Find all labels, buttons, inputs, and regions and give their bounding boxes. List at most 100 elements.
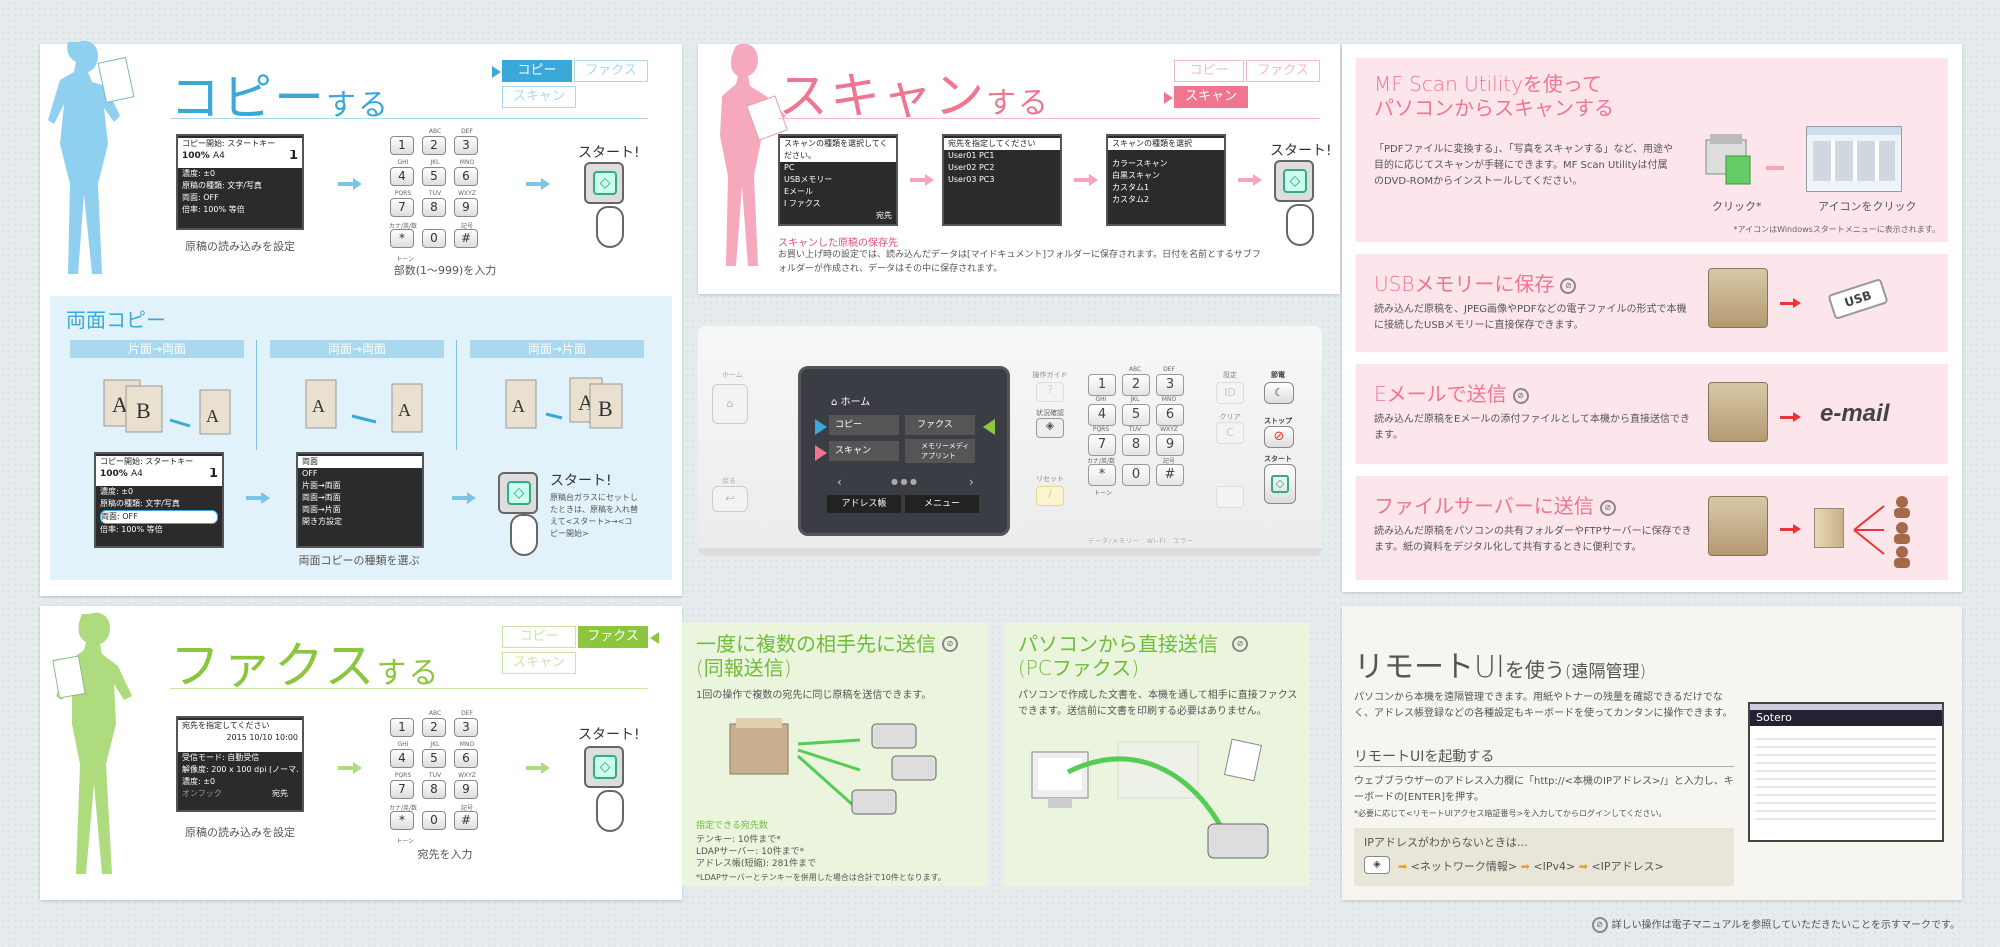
key-0[interactable]: 0 [1122,464,1150,486]
ip-status-key-icon[interactable]: ◈ [1364,856,1390,874]
duplex-option-2to1[interactable]: 両面→片面 [302,505,341,514]
copy-tab-copy[interactable]: コピー [502,60,572,82]
fileserver-arrow [1780,524,1801,534]
scan-dest-1[interactable]: User01 PC1 [948,151,995,160]
key-4[interactable]: 4 [390,749,414,768]
key-8[interactable]: 8 [422,198,446,217]
scan-kind-custom1[interactable]: カスタム1 [1112,183,1150,192]
key-5[interactable]: 5 [422,167,446,186]
key-sub-label: JKL [430,741,440,748]
key-7[interactable]: 7 [390,780,414,799]
svg-text:A: A [206,406,219,426]
scan-tab-fax[interactable]: ファクス [1246,60,1320,82]
status-key[interactable]: ◈ [1036,418,1064,438]
copy-tab-fax[interactable]: ファクス [574,60,648,82]
home-key[interactable]: ⌂ [712,384,748,424]
blank-key[interactable] [1216,486,1244,508]
key-5[interactable]: 5 [422,749,446,768]
key-4[interactable]: 4 [390,167,414,186]
scan-arrow-3 [1238,174,1262,186]
hand-icon [596,206,624,248]
scan-option-pc[interactable]: PC [784,163,795,172]
key-1[interactable]: 1 [390,136,414,155]
scan-start-button[interactable]: ◇ [1274,160,1314,202]
duplex-option-1to2[interactable]: 片面→両面 [302,481,341,490]
duplex-lcd-duplex[interactable]: 両面: OFF [100,510,218,524]
key-9[interactable]: 9 [454,198,478,217]
key-6[interactable]: 6 [454,749,478,768]
screen-scan-button[interactable]: スキャン [829,441,899,461]
key-8[interactable]: 8 [422,780,446,799]
scan-title: スキャンする [778,56,1050,128]
screen-address-button[interactable]: アドレス帳 [827,495,901,513]
status-label: 状況確認 [1036,409,1064,417]
id-key[interactable]: ID [1216,382,1244,404]
key-0[interactable]: 0 [422,229,446,248]
key-star[interactable]: * [390,229,414,248]
duplex-option-2to2[interactable]: 両面→両面 [302,493,341,502]
screen-prev-icon[interactable]: ‹ [837,475,842,489]
scan-dest-3[interactable]: User03 PC3 [948,175,995,184]
scan-option-usb[interactable]: USBメモリー [784,175,833,184]
key-8[interactable]: 8 [1122,434,1150,456]
key-7[interactable]: 7 [1088,434,1116,456]
key-5[interactable]: 5 [1122,404,1150,426]
key-hash[interactable]: # [454,811,478,830]
key-9[interactable]: 9 [1156,434,1184,456]
copy-tab-scan[interactable]: スキャン [502,86,576,108]
duplex-option-open[interactable]: 開き方設定 [302,517,342,526]
fax-tab-scan[interactable]: スキャン [502,652,576,674]
fax-lcd-onhook[interactable]: オンフック [182,789,222,798]
fax-tab-fax[interactable]: ファクス [578,626,648,648]
key-6[interactable]: 6 [454,167,478,186]
screen-next-icon[interactable]: › [969,475,974,489]
key-2[interactable]: 2 [1122,374,1150,396]
copy-start-button[interactable]: ◇ [584,162,624,204]
guide-key[interactable]: ? [1036,382,1064,402]
key-2[interactable]: 2 [422,136,446,155]
screen-media-button[interactable]: メモリーメディアプリント [905,439,975,463]
scan-kind-custom2[interactable]: カスタム2 [1112,195,1150,204]
clear-key[interactable]: C [1216,422,1244,444]
scan-dest-2[interactable]: User02 PC2 [948,163,995,172]
fax-tab-copy[interactable]: コピー [502,626,576,648]
key-3[interactable]: 3 [1156,374,1184,396]
key-1[interactable]: 1 [390,718,414,737]
scan-option-email[interactable]: Eメール [784,187,814,196]
scan-option-dest[interactable]: 宛先 [876,211,892,220]
key-0[interactable]: 0 [422,811,446,830]
key-hash[interactable]: # [1156,464,1184,486]
fileserver-text: 読み込んだ原稿をパソコンの共有フォルダーやFTPサーバーに保存できます。紙の資料… [1374,526,1692,553]
clear-label: クリア [1219,413,1241,421]
scan-tab-scan[interactable]: スキャン [1174,86,1248,108]
fax-lcd-dest[interactable]: 宛先 [272,789,288,798]
key-6[interactable]: 6 [1156,404,1184,426]
key-3[interactable]: 3 [454,718,478,737]
reset-key[interactable]: / [1036,486,1064,506]
start-key[interactable]: ◇ [1264,464,1296,504]
key-star[interactable]: * [1088,464,1116,486]
scan-kind-color[interactable]: カラースキャン [1112,159,1168,168]
key-2[interactable]: 2 [422,718,446,737]
key-3[interactable]: 3 [454,136,478,155]
screen-copy-button[interactable]: コピー [829,415,899,435]
fax-start-button[interactable]: ◇ [584,746,624,788]
touch-screen: ⌂ ホーム コピー ファクス スキャン メモリーメディアプリント ‹ › ● ●… [798,366,1010,536]
screen-menu-button[interactable]: メニュー [905,495,979,513]
scan-option-ifax[interactable]: I ファクス [784,199,821,208]
stop-key[interactable]: ⊘ [1264,426,1294,448]
energy-key[interactable]: ☾ [1264,382,1294,404]
screen-fax-button[interactable]: ファクス [905,415,975,435]
scan-kind-bw[interactable]: 白黒スキャン [1112,171,1160,180]
key-9[interactable]: 9 [454,780,478,799]
back-key[interactable]: ↩ [712,486,748,512]
key-sub-label: WXYZ [1160,426,1178,433]
key-star[interactable]: * [390,811,414,830]
duplex-option-off[interactable]: OFF [302,469,318,478]
key-hash[interactable]: # [454,229,478,248]
key-7[interactable]: 7 [390,198,414,217]
key-1[interactable]: 1 [1088,374,1116,396]
duplex-start-button[interactable]: ◇ [498,472,538,514]
scan-tab-copy[interactable]: コピー [1174,60,1244,82]
key-4[interactable]: 4 [1088,404,1116,426]
